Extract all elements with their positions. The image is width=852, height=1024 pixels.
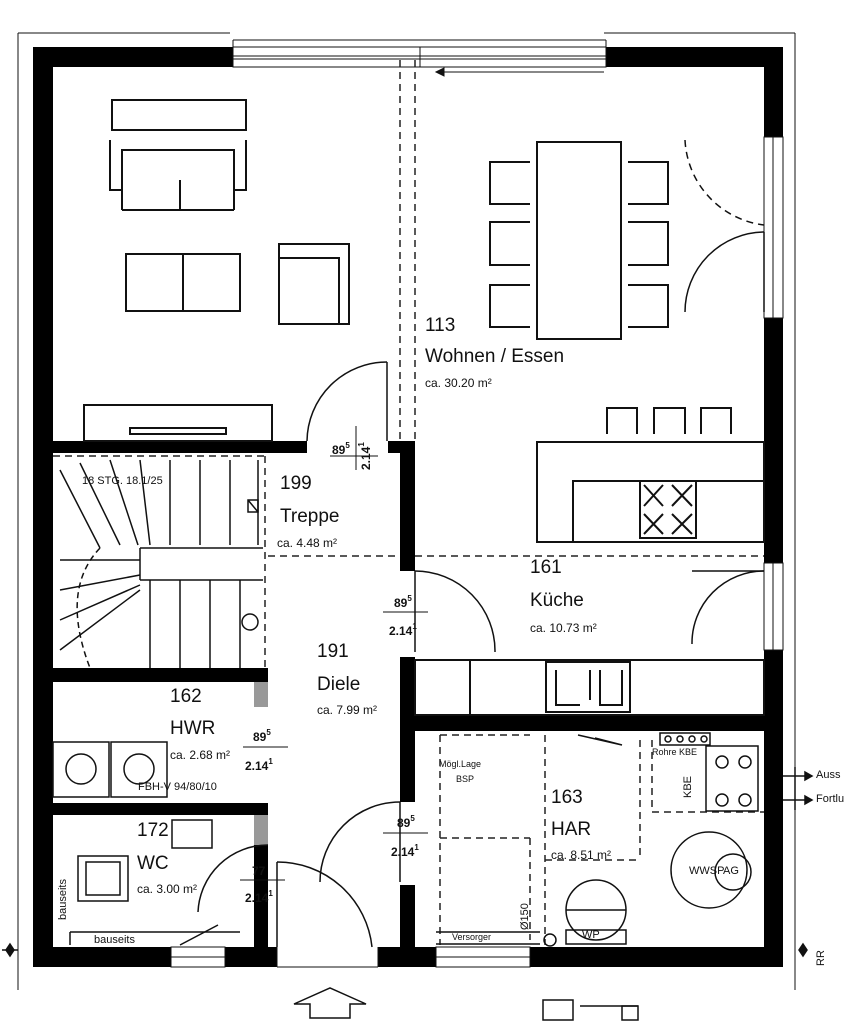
room-number-hwr: 162 [170,686,202,707]
wc-fixtures [69,819,240,946]
staircase [59,459,263,669]
rr-label: RR [815,950,827,966]
room-number-diele: 191 [317,641,349,662]
door-width: 89 [332,443,346,457]
room-area-kueche: ca. 10.73 m² [530,621,597,635]
room-number-har: 163 [551,787,583,808]
room-name-treppe: Treppe [280,506,340,527]
room-area-hwr: ca. 2.68 m² [170,748,231,762]
room-number-wc: 172 [137,820,169,841]
kbe-label: KBE [682,775,694,798]
room-name-har: HAR [551,819,592,840]
room-area-har: ca. 8.51 m² [551,848,612,862]
door-height-sup: 1 [357,442,366,447]
door-width-sup: 5 [266,728,271,737]
room-area-diele: ca. 7.99 m² [317,703,378,717]
door-height-sup: 1 [414,843,419,852]
door-dim-wc: 77 [252,865,265,877]
door-width-sup: 5 [407,594,412,603]
bauseits-horizontal-label: bauseits [94,934,135,946]
fortluft-label: Fortlu [816,793,845,805]
sofa [109,99,247,211]
tv-board [83,404,273,442]
room-area-wohnen: ca. 30.20 m² [425,376,492,390]
room-name-wc: WC [137,853,169,874]
har-equipment [436,732,759,947]
bauseits-vertical-label: bauseits [57,879,69,920]
wp-label: WP [582,929,600,941]
door-height: 2.14 [391,845,415,859]
room-name-wohnen: Wohnen / Essen [425,346,565,367]
door-width: 89 [397,816,411,830]
terrace-window [232,39,607,77]
door-height-har: 2.141 [391,843,419,859]
entrance-arrow [293,987,367,1019]
door-height: 2.14 [389,624,413,638]
door-width: 89 [253,730,267,744]
door-width-sup: 5 [345,441,350,450]
stair-steps-label: 18 STG. 18.1/25 [82,475,163,487]
door-dim-har: 895 [397,814,415,830]
room-number-kueche: 161 [530,557,562,578]
door-height: 2.14 [359,446,373,470]
room-number-wohnen: 113 [425,315,456,336]
room-name-hwr: HWR [170,718,216,739]
door-height-kueche: 2.141 [389,622,417,638]
door-width-sup: 5 [410,814,415,823]
door-height-sup: 1 [268,889,273,898]
door-height-wc: 2.141 [245,889,273,905]
room-name-kueche: Küche [530,590,584,611]
armchairs [125,243,350,325]
room-area-wc: ca. 3.00 m² [137,882,198,896]
door-dim-wohnen: 895 [332,441,350,457]
door-height-hwr: 2.141 [245,757,273,773]
bsp-label: BSP [456,774,475,784]
kitchen-island [536,407,765,543]
door-height: 2.14 [245,759,269,773]
supply-arrows [783,767,814,810]
dining-table [489,141,669,340]
door-height-wohnen: 2.141 [357,442,373,470]
wwsp-label: WWSP [689,865,725,877]
section-marker [542,999,639,1021]
room-name-diele: Diele [317,674,361,695]
door-dim-hwr: 895 [253,728,271,744]
room-area-treppe: ca. 4.48 m² [277,536,338,550]
washer-dryer [52,741,168,798]
rohre-kbe-label: Rohre KBE [652,747,698,757]
kitchen-counter [414,659,765,716]
d150-label: Ø150 [519,903,531,930]
moegl-lage-label: Mögl.Lage [439,759,482,769]
ag-label: AG [723,865,739,877]
door-height: 2.14 [245,891,269,905]
room-number-treppe: 199 [280,473,312,494]
versorger-label: Versorger [452,932,492,942]
door-height-sup: 1 [268,757,273,766]
fbh-label: FBH-V 94/80/10 [138,781,217,793]
door-width: 77 [252,864,266,878]
ausseluft-label: Auss [816,769,841,781]
door-dim-kueche: 895 [394,594,412,610]
door-width: 89 [394,596,408,610]
exterior-walls [33,47,783,967]
door-height-sup: 1 [412,622,417,631]
